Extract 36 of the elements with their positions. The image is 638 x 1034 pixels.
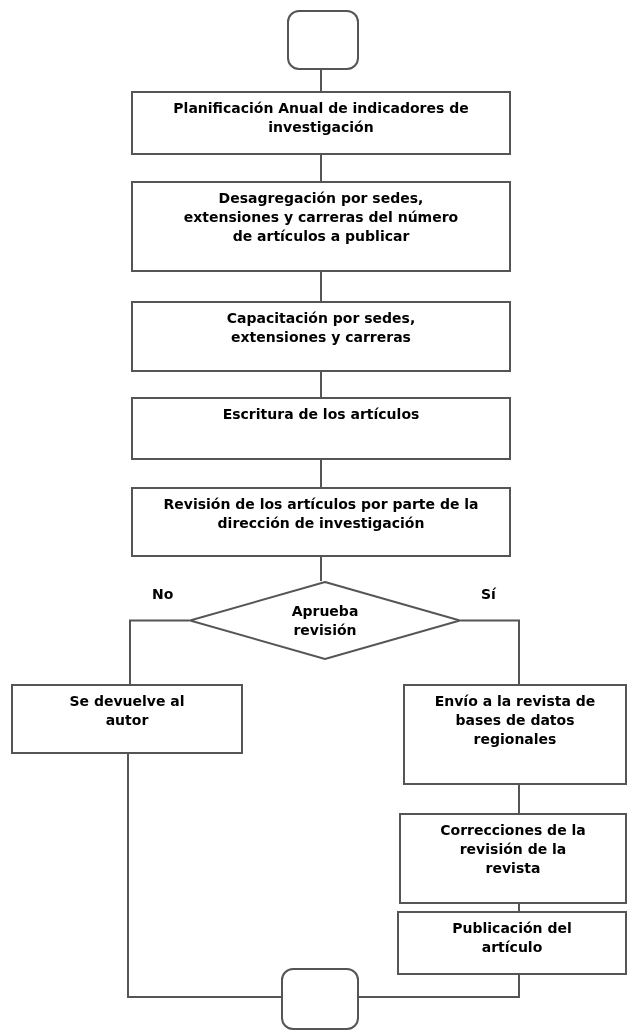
edge-label: Sí: [479, 586, 498, 602]
step-text: Escritura de los artículos: [222, 405, 420, 424]
step-text: Desagregación por sedes, extensiones y carreras del número de artículos a publicar: [182, 189, 460, 246]
process-box: [403, 684, 627, 785]
step-text: Publicación del artículo: [451, 919, 573, 957]
edge-label: No: [150, 586, 176, 602]
step-text: Envío a la revista de bases de datos regionales: [433, 692, 597, 749]
step-text: Revisión de los artículos por parte de la dirección de investigación: [162, 495, 480, 533]
process-box: [11, 684, 243, 754]
connector-line: [320, 459, 322, 488]
connector-line: [129, 619, 190, 685]
connector-line: [320, 69, 322, 92]
process-box: [131, 397, 511, 460]
decision-diamond: [189, 581, 461, 660]
connector-line: [518, 784, 520, 814]
process-box: [131, 487, 511, 557]
step-text: Capacitación por sedes, extensiones y carreras: [225, 309, 417, 347]
step-text: Aprueba revisión: [290, 601, 360, 640]
step-text: Se devuelve al autor: [68, 692, 186, 730]
terminal-box: [287, 10, 359, 70]
step-text: Correcciones de la revisión de la revista: [439, 821, 587, 878]
connector-line: [127, 753, 282, 998]
connector-line: [320, 154, 322, 182]
connector-line: [320, 271, 322, 302]
connector-line: [358, 974, 520, 998]
terminal-box: [281, 968, 359, 1030]
process-box: [397, 911, 627, 975]
step-text: Planificación Anual de indicadores de investigación: [172, 99, 470, 137]
process-box: [399, 813, 627, 904]
process-box: [131, 181, 511, 272]
process-box: [131, 91, 511, 155]
connector-line: [518, 903, 520, 912]
connector-line: [460, 619, 520, 685]
connector-line: [320, 371, 322, 398]
process-box: [131, 301, 511, 372]
connector-line: [320, 556, 322, 582]
